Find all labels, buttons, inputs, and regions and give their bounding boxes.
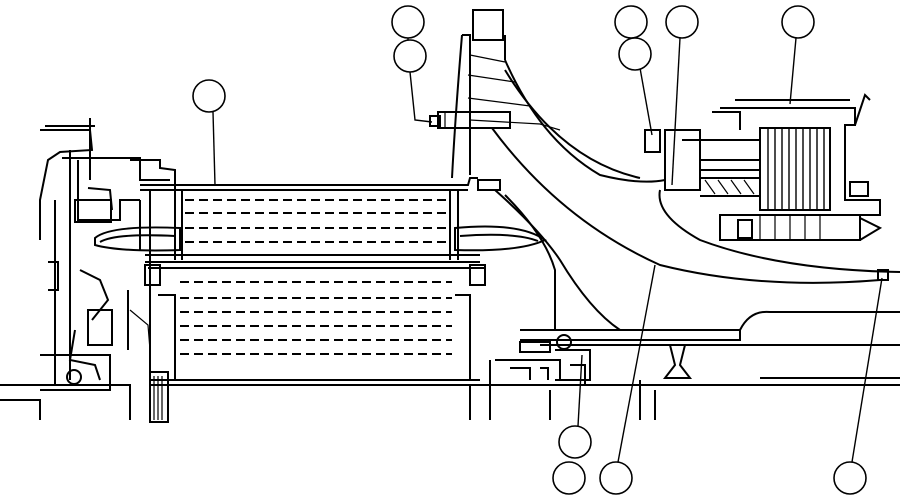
disk-pack-hatch [767,128,825,210]
callout-4 [614,5,648,39]
right-clutch-assembly [644,93,889,281]
callout-3 [192,79,226,113]
lower-bearing-area [490,334,900,420]
upper-housing [130,159,480,263]
callout-1 [391,5,425,39]
callout-2 [393,39,427,73]
callout-5 [618,37,652,71]
callouts [192,5,883,495]
center-pedestal [429,9,666,191]
callout-8 [558,425,592,459]
callout-6 [665,5,699,39]
lower-rotor-stack [129,264,491,423]
left-housing [0,118,170,420]
callout-10 [599,461,633,495]
callout-7 [781,5,815,39]
callout-11 [833,461,867,495]
callout-9 [552,461,586,495]
upper-lamination-stack [185,199,448,243]
winding-end-turns [94,225,547,252]
support-arms [491,127,901,346]
